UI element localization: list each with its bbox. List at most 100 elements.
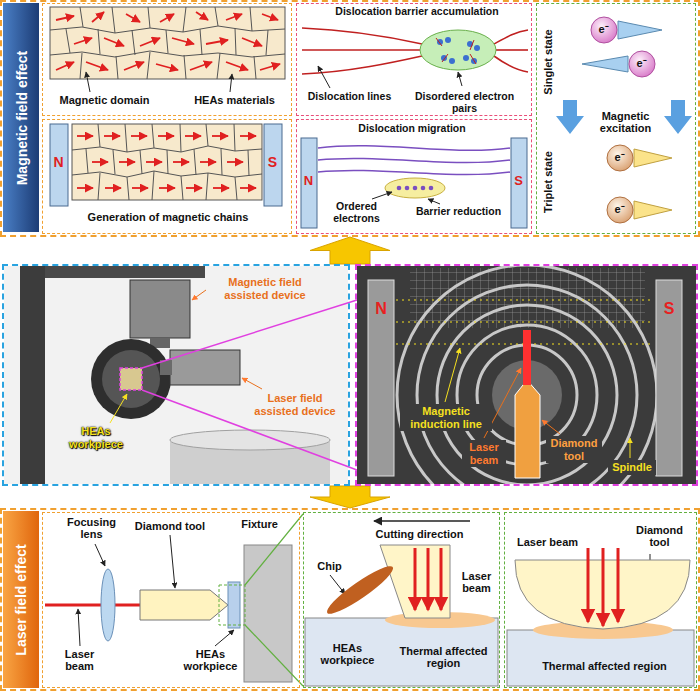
callout-label: Spindle [608,460,656,475]
magnet-bar [264,124,282,206]
machine [91,339,171,419]
zoom-line [142,300,357,470]
spindle-view [357,265,696,525]
aligned-arrow [119,161,135,163]
flow-arrow [310,237,390,264]
domain-arrow [86,62,108,70]
callout-label: Magnetic field assisted device [205,276,325,301]
diagram-panel: NSMagnetic induction lineLaser beamDiamo… [355,264,698,486]
leader-line [86,72,90,92]
diagram-panel: Magnetic field assisted deviceLaser fiel… [2,264,350,486]
effect-band [3,3,39,232]
spin-symbol [607,197,633,223]
leader-line [192,290,560,438]
diagram-panel: Laser beamDiamond toolThermal affected r… [504,512,697,688]
callout-label: Barrier reduction [410,205,508,217]
domain-arrow [56,62,74,70]
leader-line [458,72,462,86]
barrier-zone [463,55,469,61]
callout-label: N [368,300,394,318]
aligned-arrow [158,135,174,137]
excitation-arrow [556,100,692,134]
domain-arrow [242,38,262,46]
dislocation-line [494,30,528,44]
domain-arrow [206,40,228,44]
dislocation-line [302,28,422,44]
spindle-view [396,322,654,323]
aligned-arrow [77,136,256,188]
machine [4,266,348,484]
domain-arrow [56,16,74,20]
domain-arrow [124,62,144,70]
cutting-zone [602,548,605,626]
rotated-label: Triplet state [540,134,556,229]
migration-line [318,146,510,175]
cutting-zone [617,548,620,622]
magnet-bar [301,138,317,228]
cutting-zone [374,520,470,522]
domain-arrow [56,12,280,70]
excitation-arrow [556,100,584,134]
barrier-zone [436,38,476,64]
callout-label: Disordered electron pairs [402,90,528,114]
rotated-label: Laser field effect [3,515,39,685]
leader-line [542,420,560,434]
spin-symbol [582,17,672,223]
ordered-zone [397,186,434,191]
callout-label: Chip [312,560,348,573]
cutting-zone [440,548,443,610]
grain-structure [72,124,262,200]
cutting-zone [507,548,694,686]
callout-label: e⁻ [592,23,616,36]
aligned-arrow [77,135,93,137]
diagram-panel: Laser field effectFocusing lensDiamond t… [0,508,700,691]
migration-line [318,146,510,151]
callout-label: Thermal affected region [518,660,692,673]
leader-line [192,290,206,300]
dislocation-line [302,49,420,51]
cutting-zone [587,548,590,622]
callout-label: N [301,174,317,189]
effect-band [3,511,39,688]
machine [20,266,45,484]
aligned-arrow [173,161,189,163]
cutting-zone [415,548,441,610]
diagram-panel: Cutting directionChipLaser beamHEAs work… [303,512,500,688]
cutting-zone [305,521,498,686]
barrier-zone [441,55,447,61]
spindle-view [437,305,617,484]
spin-symbol [634,149,672,167]
grain-structure [50,7,285,79]
barrier-zone [470,54,476,64]
callout-label: Thermal affected region [392,645,496,670]
rotated-label: Magnetic field effect [3,6,39,231]
callout-label: Dislocation barrier accumulation [310,5,525,17]
aligned-arrow [92,161,108,163]
ordered-zone [385,178,445,198]
barrier-zone [436,38,442,46]
callout-label: Dislocation lines [300,90,400,102]
zoom-line [142,300,357,368]
callout-label: HEAs workpiece [308,642,388,667]
domain-arrow [126,14,140,22]
callout-label: Laser beam [456,570,498,595]
aligned-arrow [146,161,162,163]
zoom-line [245,625,303,686]
cutting-zone [414,548,417,610]
flow-arrow [310,486,390,508]
leader-line [110,394,127,423]
spindle-view [523,330,531,385]
spindle-view [368,280,394,476]
leader-line [330,575,345,594]
ordered-zone [397,186,402,191]
callout-label: Diamond tool [128,520,213,533]
lens-setup [101,569,115,641]
spindle-view [396,300,654,301]
leader-line [630,438,631,458]
domain-arrow [226,14,242,20]
spindle-view [417,285,637,484]
domain-arrow [262,14,278,20]
magnet-bar [511,138,527,228]
aligned-arrow [213,187,229,189]
aligned-arrow [105,187,121,189]
